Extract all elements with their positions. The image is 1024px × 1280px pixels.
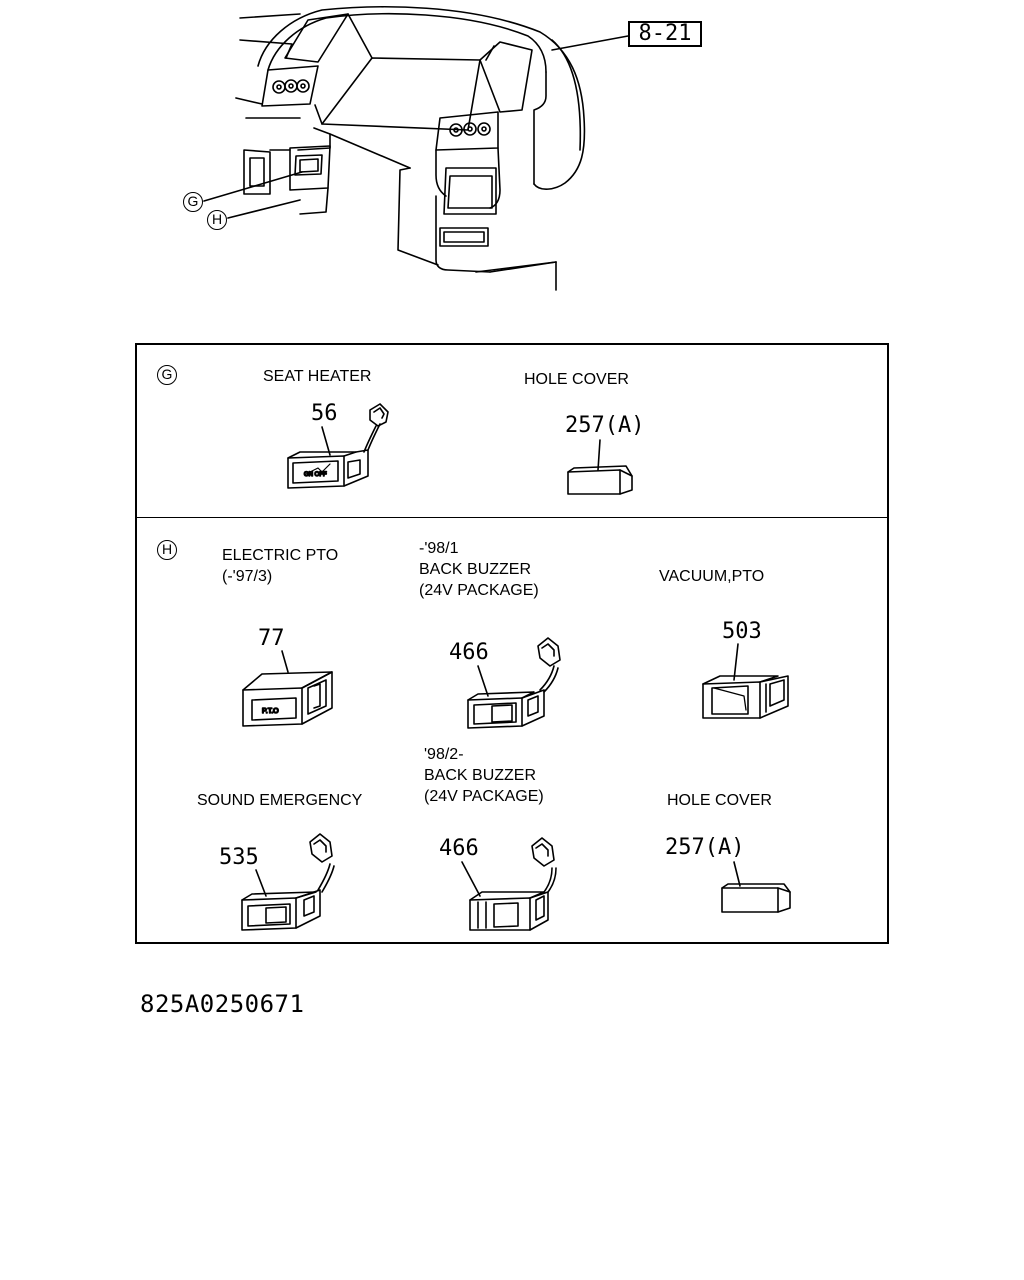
part-no-56[interactable]: 56	[311, 401, 338, 426]
part-no-257a-g[interactable]: 257(A)	[565, 413, 645, 438]
hole-cover-g-drawing	[567, 439, 633, 495]
pto-switch-marking: P.T.O	[262, 708, 279, 715]
callout-h-marker: H	[207, 210, 227, 230]
caption-back-buzzer-early: -'98/1 BACK BUZZER (24V PACKAGE)	[419, 540, 539, 599]
seat-heater-switch-drawing	[287, 403, 389, 489]
document-id: 825A0250671	[140, 990, 305, 1018]
caption-vacuum-pto: VACUUM,PTO	[659, 568, 765, 585]
part-drawings: ON OFF P.T.O	[241, 403, 791, 931]
back-buzzer-late-drawing	[461, 837, 557, 931]
vacuum-pto-switch-drawing	[702, 643, 789, 719]
callout-g-marker: G	[183, 192, 203, 212]
part-no-77[interactable]: 77	[258, 626, 285, 651]
pto-switch-drawing	[242, 650, 333, 727]
seat-heater-switch-marking: ON OFF	[304, 472, 327, 478]
caption-back-buzzer-late: '98/2- BACK BUZZER (24V PACKAGE)	[424, 746, 544, 805]
caption-hole-cover-h: HOLE COVER	[667, 792, 772, 809]
group-g-marker: G	[157, 365, 177, 385]
parts-panel	[135, 343, 889, 944]
back-buzzer-early-drawing	[467, 637, 561, 729]
caption-hole-cover-g: HOLE COVER	[524, 371, 629, 388]
caption-sound-emergency: SOUND EMERGENCY	[197, 792, 363, 809]
part-no-535[interactable]: 535	[219, 845, 259, 870]
part-no-257a-h[interactable]: 257(A)	[665, 835, 745, 860]
group-h-marker: H	[157, 540, 177, 560]
hole-cover-h-drawing	[721, 861, 791, 913]
dashboard-illustration	[203, 6, 629, 291]
caption-seat-heater: SEAT HEATER	[263, 368, 372, 385]
part-no-466-early[interactable]: 466	[449, 640, 489, 665]
caption-electric-pto: ELECTRIC PTO (-'97/3)	[222, 547, 339, 585]
sound-emergency-switch-drawing	[241, 833, 335, 931]
part-no-503[interactable]: 503	[722, 619, 762, 644]
part-no-466-late[interactable]: 466	[439, 836, 479, 861]
panel-divider	[135, 517, 889, 518]
reference-figure-box[interactable]: 8-21	[628, 21, 702, 47]
